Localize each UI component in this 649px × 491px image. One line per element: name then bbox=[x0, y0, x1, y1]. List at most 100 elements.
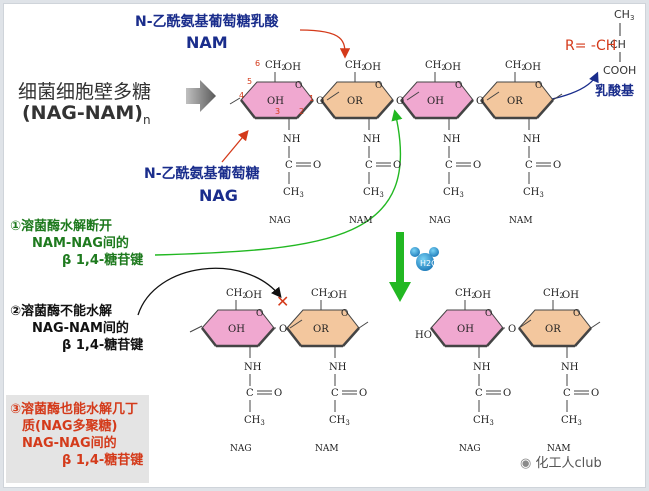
ch2oh-oh: OH bbox=[284, 62, 301, 73]
ch2oh-label: CH2 bbox=[425, 60, 446, 72]
lactyl-ch3: CH3 bbox=[614, 8, 634, 22]
carbonyl-c: C bbox=[445, 160, 453, 171]
ch2oh-oh: OH bbox=[330, 290, 347, 301]
lactyl-label: 乳酸基 bbox=[595, 84, 635, 99]
ring-oxygen: O bbox=[295, 81, 302, 91]
or-label: OR bbox=[347, 96, 363, 107]
ring-edge bbox=[486, 327, 504, 347]
chain-left-end bbox=[229, 97, 241, 105]
sugar-type-label: NAG bbox=[230, 444, 252, 454]
nam-pointer-arrow bbox=[299, 29, 351, 59]
ch2oh-label: CH2 bbox=[311, 288, 332, 300]
no-cleave-cross: ✕ bbox=[276, 292, 289, 311]
nh-label: NH bbox=[523, 134, 541, 145]
ch2oh-label: CH2 bbox=[455, 288, 476, 300]
note-3-line-4: β 1,4-糖苷键 bbox=[62, 453, 144, 468]
nh-label: NH bbox=[244, 362, 262, 373]
carbonyl-c: C bbox=[475, 388, 483, 399]
nh-label: NH bbox=[561, 362, 579, 373]
note1-pointer-arrow bbox=[154, 109, 403, 256]
carbonyl-o: O bbox=[553, 160, 561, 171]
nh-label: NH bbox=[443, 134, 461, 145]
ho-label: HO bbox=[415, 330, 432, 341]
glycosidic-link-1-bond-right bbox=[406, 91, 420, 101]
glycosidic-link-2-oxygen: O bbox=[476, 96, 484, 107]
sugar-type-label: NAM bbox=[547, 444, 571, 454]
carbon-number-6: 6 bbox=[255, 59, 260, 68]
carbonyl-o: O bbox=[591, 388, 599, 399]
note-3-box bbox=[6, 395, 149, 483]
note-2-line-1: ②溶菌酶不能水解 bbox=[10, 304, 113, 319]
or-label: OR bbox=[313, 324, 329, 335]
ring-edge bbox=[430, 327, 446, 347]
glycosidic-link-0-bond-right bbox=[326, 91, 340, 101]
ring-edge bbox=[286, 327, 302, 347]
ch2oh-oh: OH bbox=[474, 290, 491, 301]
ring-edge bbox=[320, 99, 336, 119]
carbonyl-o: O bbox=[274, 388, 282, 399]
glycosidic-link-0-oxygen: O bbox=[316, 96, 324, 107]
ring-edge bbox=[240, 99, 256, 119]
bl-right-end bbox=[358, 321, 369, 329]
ch2oh-label: CH2 bbox=[543, 288, 564, 300]
sugar-type-label: NAM bbox=[349, 216, 373, 226]
sugar-type-label: NAG bbox=[429, 216, 451, 226]
r-group-equation: R= -CH bbox=[565, 38, 617, 54]
big-grey-arrow bbox=[186, 80, 216, 112]
oh-label: OH bbox=[267, 96, 284, 107]
carbon-number-2: 2 bbox=[299, 107, 304, 116]
ch2oh-label: CH2 bbox=[265, 60, 286, 72]
ring-edge bbox=[456, 99, 474, 119]
note-1-line-3: β 1,4-糖苷键 bbox=[62, 253, 144, 268]
carbonyl-o: O bbox=[393, 160, 401, 171]
ring-edge bbox=[376, 99, 394, 119]
nh-label: NH bbox=[473, 362, 491, 373]
methyl-label: CH3 bbox=[244, 415, 265, 427]
nag-label-en: NAG bbox=[199, 186, 238, 205]
title-zh: 细菌细胞壁多糖 bbox=[18, 81, 152, 103]
carbonyl-c: C bbox=[331, 388, 339, 399]
bl-link-bond-right bbox=[289, 319, 303, 329]
ch2oh-label: CH2 bbox=[226, 288, 247, 300]
ch2oh-label: CH2 bbox=[505, 60, 526, 72]
ring-edge bbox=[342, 327, 360, 347]
water-formula: H2O bbox=[420, 259, 437, 268]
ring-oxygen: O bbox=[535, 81, 542, 91]
ch2oh-oh: OH bbox=[562, 290, 579, 301]
ch2oh-oh: OH bbox=[444, 62, 461, 73]
chain-right-end bbox=[552, 93, 563, 101]
ring-oxygen: O bbox=[573, 309, 580, 319]
watermark-text: 化工人club bbox=[535, 456, 602, 471]
carbonyl-c: C bbox=[285, 160, 293, 171]
note-2-line-3: β 1,4-糖苷键 bbox=[62, 338, 144, 353]
carbonyl-c: C bbox=[563, 388, 571, 399]
carbonyl-o: O bbox=[503, 388, 511, 399]
lactyl-cooh: COOH bbox=[603, 64, 636, 77]
sugar-type-label: NAM bbox=[315, 444, 339, 454]
methyl-label: CH3 bbox=[523, 187, 544, 199]
ring-edge bbox=[257, 327, 275, 347]
oh-label: OH bbox=[427, 96, 444, 107]
ring-edge bbox=[518, 327, 534, 347]
carbonyl-o: O bbox=[313, 160, 321, 171]
carbonyl-o: O bbox=[473, 160, 481, 171]
oh-label: OH bbox=[457, 324, 474, 335]
carbonyl-c: C bbox=[246, 388, 254, 399]
title-en: (NAG-NAM)n bbox=[22, 102, 151, 127]
bl-link-oxygen: O bbox=[279, 324, 287, 335]
oh-label: OH bbox=[228, 324, 245, 335]
glycosidic-link-1-oxygen: O bbox=[396, 96, 404, 107]
carbonyl-c: C bbox=[525, 160, 533, 171]
note-1-line-1: ①溶菌酶水解断开 bbox=[10, 219, 113, 234]
note-2: ②溶菌酶不能水解 NAG-NAM间的 β 1,4-糖苷键 bbox=[10, 303, 143, 354]
note-1: ①溶菌酶水解断开 NAM-NAG间的 β 1,4-糖苷键 bbox=[10, 218, 143, 269]
or-label: OR bbox=[545, 324, 561, 335]
note-3: ③溶菌酶也能水解几丁 质(NAG多聚糖) NAG-NAG间的 β 1,4-糖苷键 bbox=[10, 401, 143, 469]
nag-label-zh: N-乙酰氨基葡萄糖 bbox=[144, 166, 260, 182]
ring-edge bbox=[201, 327, 217, 347]
nh-label: NH bbox=[363, 134, 381, 145]
ch2oh-oh: OH bbox=[364, 62, 381, 73]
